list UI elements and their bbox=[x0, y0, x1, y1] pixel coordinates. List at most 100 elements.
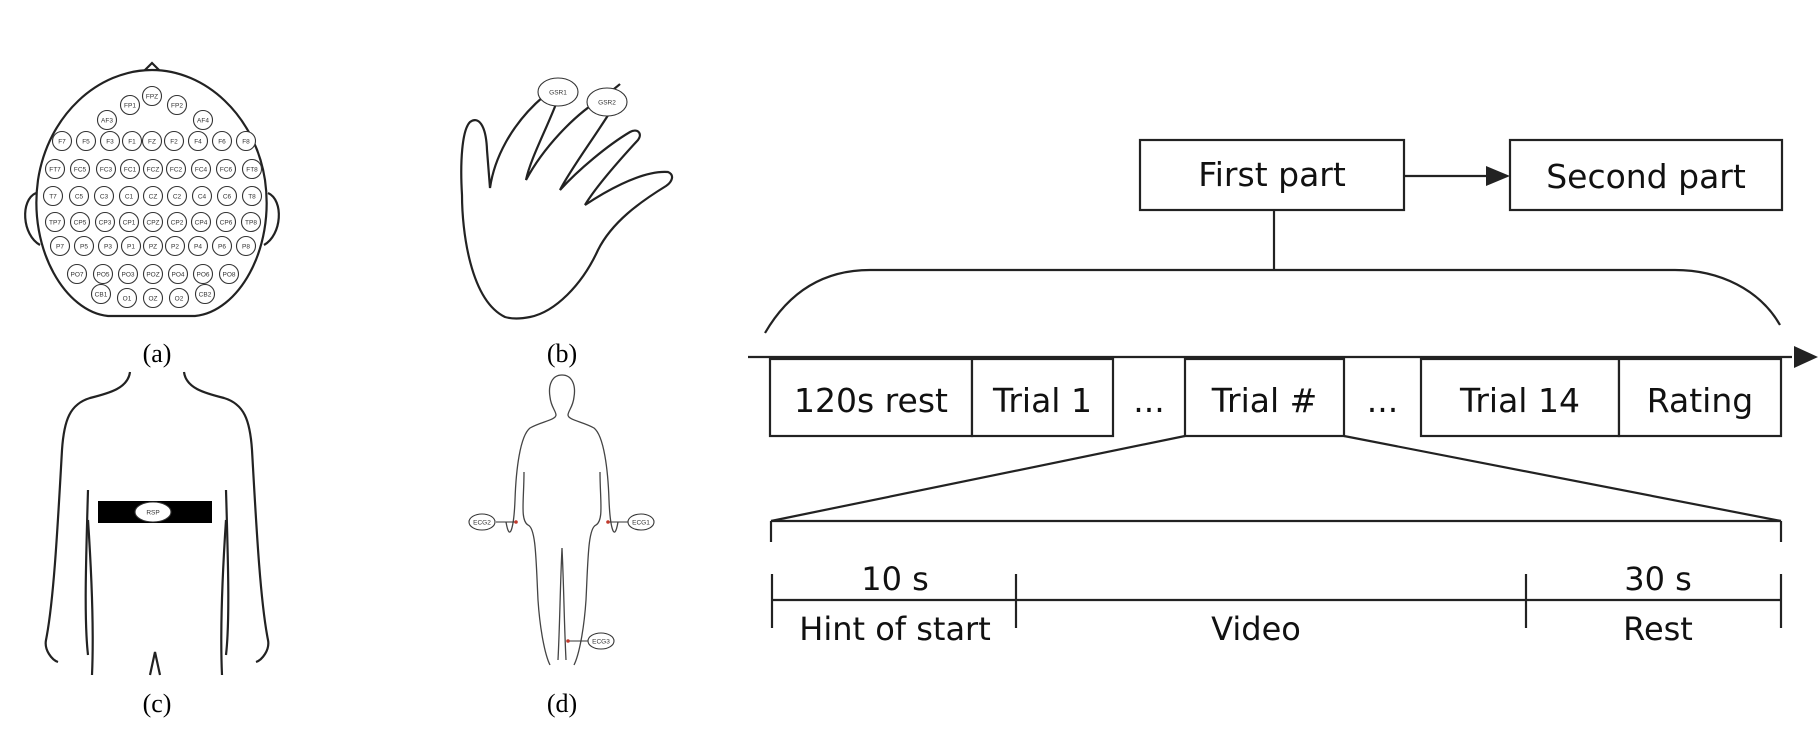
time-axis-arrowhead bbox=[1794, 346, 1818, 368]
electrode-fc3 bbox=[95, 158, 117, 180]
timeline-segment-label: Rating bbox=[1647, 381, 1753, 420]
electrode-label: T7 bbox=[49, 193, 57, 200]
electrode-p3 bbox=[97, 235, 119, 257]
electrode-p2 bbox=[164, 235, 186, 257]
electrode-pz bbox=[142, 235, 164, 257]
rest-label: Rest bbox=[1623, 610, 1693, 648]
electrode-fc5 bbox=[69, 158, 91, 180]
electrode-label: C5 bbox=[75, 193, 84, 200]
gsr-panel: GSR1 GSR2 (b) bbox=[460, 77, 674, 368]
rest-duration: 30 s bbox=[1624, 560, 1692, 598]
electrode-label: PZ bbox=[149, 243, 157, 250]
electrode-label: PO5 bbox=[96, 271, 109, 278]
electrode-c4 bbox=[191, 185, 213, 207]
panel-label-a: (a) bbox=[143, 339, 172, 368]
electrode-f4 bbox=[187, 130, 209, 152]
electrode-label: FZ bbox=[148, 138, 156, 145]
electrode-poz bbox=[142, 263, 164, 285]
electrode-f2 bbox=[163, 130, 185, 152]
electrode-label: CP5 bbox=[74, 219, 87, 226]
electrode-cp5 bbox=[69, 211, 91, 233]
electrode-label: FC2 bbox=[170, 166, 183, 173]
electrode-label: O2 bbox=[175, 295, 184, 302]
electrode-label: P6 bbox=[218, 243, 226, 250]
electrode-cz bbox=[142, 185, 164, 207]
right-ear bbox=[263, 191, 280, 246]
electrode-label: FC1 bbox=[124, 166, 137, 173]
electrode-fc2 bbox=[165, 158, 187, 180]
electrode-oz bbox=[142, 287, 164, 309]
electrode-c2 bbox=[166, 185, 188, 207]
gsr1-label: GSR1 bbox=[549, 90, 567, 97]
right-side bbox=[220, 519, 228, 676]
video-label: Video bbox=[1211, 610, 1301, 648]
electrode-cp2 bbox=[166, 211, 188, 233]
electrode-p5 bbox=[73, 235, 95, 257]
panel-label-c: (c) bbox=[143, 689, 172, 718]
electrode-label: F7 bbox=[58, 138, 66, 145]
electrode-f3 bbox=[99, 130, 121, 152]
electrode-ft8 bbox=[241, 158, 263, 180]
electrode-label: CB2 bbox=[199, 291, 212, 298]
electrode-label: AF4 bbox=[197, 117, 209, 124]
electrode-o1 bbox=[116, 287, 138, 309]
electrode-label: P1 bbox=[127, 243, 135, 250]
electrode-cp6 bbox=[215, 211, 237, 233]
left-arm-inner bbox=[84, 489, 90, 656]
rsp-panel: RSP (c) bbox=[44, 371, 270, 718]
body-outline bbox=[505, 374, 619, 666]
electrode-tp7 bbox=[44, 211, 66, 233]
panel-label-b: (b) bbox=[547, 339, 577, 368]
electrode-cp4 bbox=[190, 211, 212, 233]
electrode-po6 bbox=[192, 263, 214, 285]
electrode-p1 bbox=[120, 235, 142, 257]
electrode-fp2 bbox=[166, 94, 188, 116]
electrode-label: FC3 bbox=[100, 166, 113, 173]
timeline-segment-box bbox=[970, 357, 1115, 438]
electrode-f6 bbox=[211, 130, 233, 152]
right-arm-inner bbox=[224, 489, 230, 656]
electrode-fcz bbox=[142, 158, 164, 180]
rsp-sensor bbox=[134, 501, 172, 523]
electrode-label: F3 bbox=[106, 138, 114, 145]
electrode-fc6 bbox=[215, 158, 237, 180]
electrode-label: FC4 bbox=[195, 166, 208, 173]
electrode-cpz bbox=[142, 211, 164, 233]
electrode-label: C2 bbox=[173, 193, 182, 200]
electrode-f5 bbox=[75, 130, 97, 152]
electrode-po5 bbox=[92, 263, 114, 285]
zoom-line-right bbox=[1343, 434, 1782, 523]
ecg3-label: ECG3 bbox=[592, 639, 610, 646]
timeline-segment-label: Trial 14 bbox=[1459, 381, 1580, 420]
electrode-label: CZ bbox=[149, 193, 158, 200]
crotch-line bbox=[148, 651, 162, 676]
electrode-af3 bbox=[96, 109, 118, 131]
ecg1-dot bbox=[606, 520, 610, 524]
electrode-cp3 bbox=[94, 211, 116, 233]
electrode-p4 bbox=[187, 235, 209, 257]
electrode-label: CP4 bbox=[195, 219, 208, 226]
electrode-t8 bbox=[241, 185, 263, 207]
electrode-label: FP2 bbox=[171, 102, 183, 109]
electrode-ft7 bbox=[44, 158, 66, 180]
first-part-box bbox=[1138, 138, 1406, 212]
electrode-label: P3 bbox=[104, 243, 112, 250]
electrode-label: C3 bbox=[100, 193, 109, 200]
electrode-fc1 bbox=[119, 158, 141, 180]
torso-outline bbox=[44, 371, 132, 664]
electrode-label: PO7 bbox=[70, 271, 83, 278]
ecg3-dot bbox=[566, 639, 570, 643]
electrode-f1 bbox=[121, 130, 143, 152]
electrode-label: POZ bbox=[146, 271, 159, 278]
rsp-label: RSP bbox=[146, 510, 159, 517]
electrode-c5 bbox=[68, 185, 90, 207]
second-part-box bbox=[1508, 138, 1784, 212]
timeline-segment-label: 120s rest bbox=[794, 381, 948, 420]
electrode-fpz bbox=[141, 85, 163, 107]
electrode-label: F4 bbox=[194, 138, 202, 145]
electrode-label: CP3 bbox=[99, 219, 112, 226]
electrode-label: FPZ bbox=[146, 93, 158, 100]
timeline-segment-label: Trial # bbox=[1211, 381, 1318, 420]
